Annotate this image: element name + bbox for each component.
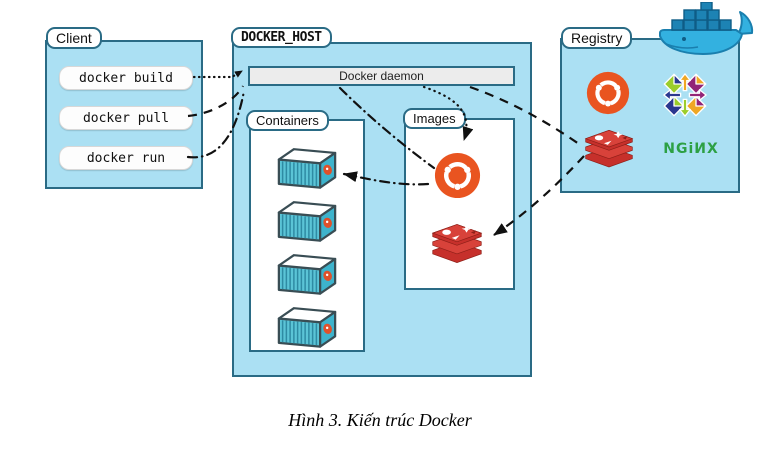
redis-registry-icon [584, 130, 634, 168]
registry-label: Registry [571, 30, 623, 46]
client-label: Client [56, 30, 92, 46]
docker-daemon-label: Docker daemon [339, 69, 424, 83]
container-icon [277, 254, 337, 295]
images-box-tab: Images [403, 108, 466, 129]
docker-pull-label: docker pull [82, 110, 170, 126]
registry-panel [560, 38, 740, 193]
registry-panel-tab: Registry [561, 27, 633, 49]
client-panel-tab: Client [46, 27, 102, 49]
nginx-wordmark-text: NGiИX [663, 141, 719, 157]
nginx-wordmark: NGiИX [652, 141, 730, 157]
docker-run-command: docker run [59, 146, 193, 170]
docker-pull-command: docker pull [59, 106, 193, 130]
containers-box-tab: Containers [246, 110, 329, 131]
figure-caption-text: Hình 3. Kiến trúc Docker [288, 410, 472, 430]
centos-registry-icon [663, 73, 707, 117]
container-icon [277, 307, 337, 348]
docker-build-label: docker build [79, 70, 173, 86]
docker-daemon-bar: Docker daemon [248, 66, 515, 86]
docker-run-label: docker run [86, 150, 166, 166]
docker-host-label: DOCKER_HOST [241, 30, 322, 45]
container-icon [277, 148, 337, 189]
docker-host-panel-tab: DOCKER_HOST [231, 27, 332, 48]
ubuntu-image-icon [434, 152, 481, 199]
docker-whale-icon [659, 2, 754, 55]
container-list [249, 133, 365, 352]
containers-label: Containers [256, 113, 319, 128]
container-icon [277, 201, 337, 242]
redis-image-icon [431, 224, 483, 263]
figure-caption: Hình 3. Kiến trúc Docker [0, 410, 760, 431]
ubuntu-registry-icon [586, 71, 630, 115]
docker-build-command: docker build [59, 66, 193, 90]
images-label: Images [413, 111, 456, 126]
